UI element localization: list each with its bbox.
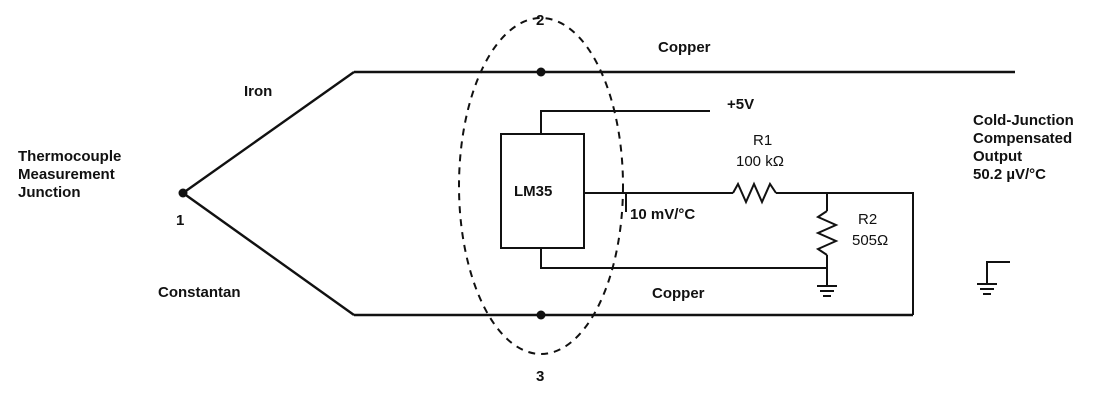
constantan-label: Constantan	[158, 284, 241, 301]
node-3-label: 3	[536, 368, 545, 385]
resistor-r2	[815, 210, 839, 256]
output-line-2: Compensated	[973, 130, 1073, 147]
copper-top-label: Copper	[658, 39, 711, 56]
copper-bottom-label: Copper	[652, 285, 705, 302]
junction-node-3	[536, 310, 546, 320]
junction-node-2	[536, 67, 546, 77]
output-line-4: 50.2 µV/°C	[973, 166, 1047, 183]
r2-value-label: 505Ω	[852, 232, 889, 249]
output-line-1: Cold-Junction	[973, 112, 1074, 129]
measurement-junction-node	[178, 188, 188, 198]
output-ground-icon	[977, 261, 1010, 295]
measurement-junction-line-2: Measurement	[18, 166, 115, 183]
output-line-3: Output	[973, 148, 1023, 165]
r1-value-label: 100 kΩ	[736, 153, 784, 170]
measurement-junction-line-1: Thermocouple	[18, 148, 122, 165]
output-label: Cold-Junction Compensated Output 50.2 µV…	[973, 112, 1074, 184]
r1-to-output-wire	[776, 192, 914, 315]
node-2-label: 2	[536, 12, 545, 29]
supply-label: +5V	[727, 96, 755, 113]
lm35-sensor	[500, 133, 585, 249]
measurement-junction-label: Thermocouple Measurement Junction	[18, 148, 121, 202]
lm35-label: LM35	[514, 183, 553, 200]
constantan-wire	[182, 192, 355, 316]
resistor-r1	[732, 181, 777, 205]
isothermal-block-outline	[458, 17, 624, 355]
ic-output-label: 10 mV/°C	[630, 206, 696, 223]
iron-wire	[182, 71, 355, 194]
ground-icon	[817, 285, 837, 297]
lm35-ground-wire	[540, 248, 827, 269]
node-1-label: 1	[176, 212, 185, 229]
supply-wire	[540, 110, 710, 134]
measurement-junction-line-3: Junction	[18, 184, 81, 201]
r1-name-label: R1	[753, 132, 773, 149]
r2-name-label: R2	[858, 211, 878, 228]
iron-label: Iron	[244, 83, 273, 100]
